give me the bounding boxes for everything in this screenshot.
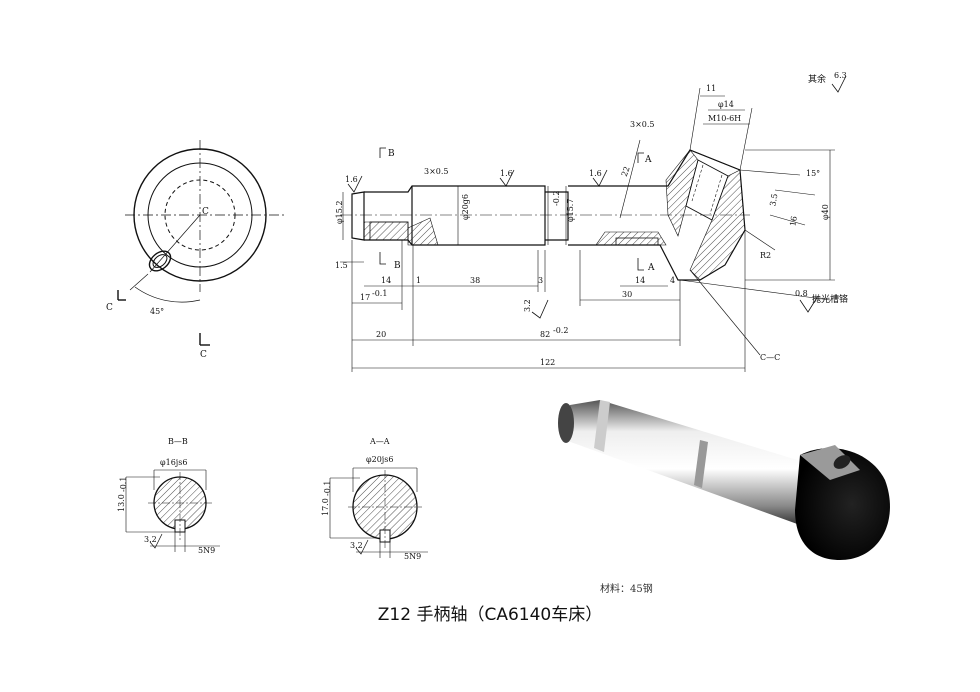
roughness-symbols [347, 75, 847, 319]
roughness-rest-value: 6.3 [834, 71, 847, 80]
chamfer-left: 3×0.5 [424, 167, 449, 176]
section-bb-height: 13.0 [117, 494, 126, 512]
dim-82-tol: -0.2 [553, 326, 568, 335]
dia-groove-tol: -0.2 [552, 191, 561, 206]
section-bb-title: B—B [168, 437, 188, 446]
section-b-bottom: B [394, 261, 401, 271]
end-view-angle-label: 45° [150, 307, 164, 316]
section-aa-dia: φ20js6 [366, 455, 393, 464]
material-note: 材料：45钢 [600, 584, 653, 595]
end-view-section-mark-bottom: C [200, 350, 207, 360]
ra-right: 1.6 [589, 169, 602, 178]
dim-17-tol: -0.1 [372, 289, 387, 298]
section-bb-key: 5N9 [198, 546, 215, 555]
dia-groove: φ15.7 [566, 199, 575, 222]
ra-mid: 1.6 [500, 169, 513, 178]
section-bb-ra: 3.2 [144, 535, 157, 544]
section-aa-height-tol: -0.1 [323, 481, 332, 496]
section-b-top: B [388, 149, 395, 159]
dim-30: 30 [622, 290, 632, 299]
dim-22: 22 [620, 165, 632, 178]
dim-1-5: 1.5 [335, 261, 348, 270]
dia-left: φ15.2 [335, 201, 344, 224]
radius-r2: R2 [760, 251, 771, 260]
drawing-caption: Z12 手柄轴（CA6140车床） [377, 605, 603, 625]
dim-20: 20 [376, 330, 386, 339]
section-a-bottom: A [647, 263, 655, 273]
dim-1: 1 [416, 276, 421, 285]
main-view-hatching [363, 149, 746, 281]
finish-note: 抛光槽铬 [812, 293, 848, 305]
section-bb-height-tol: -0.1 [119, 477, 128, 492]
section-aa [329, 467, 428, 558]
section-bb-dia: φ16js6 [160, 458, 187, 467]
dim-82: 82 [540, 330, 550, 339]
dim-38: 38 [470, 276, 480, 285]
dim-3-5: 3.5 [768, 193, 779, 207]
dim-phi14: φ14 [718, 100, 734, 109]
section-aa-ra: 3.2 [350, 541, 363, 550]
section-bb [125, 469, 220, 552]
angle-15: 15° [806, 169, 820, 178]
dia-mid: φ20g6 [461, 194, 470, 220]
thread-spec: M10-6H [708, 114, 741, 123]
ra-left: 1.6 [345, 175, 358, 184]
dia-right: φ40 [821, 204, 830, 220]
dimension-lines [340, 87, 835, 372]
chamfer-right: 3×0.5 [630, 120, 655, 129]
dim-122: 122 [540, 358, 555, 367]
dim-3: 3 [538, 276, 543, 285]
section-cc-label: C—C [760, 353, 780, 362]
ra-bottom: 3.2 [523, 299, 532, 312]
dim-14-left: 14 [381, 276, 391, 285]
section-aa-title: A—A [369, 437, 390, 446]
dim-14-right: 14 [635, 276, 645, 285]
dim-4: 4 [670, 276, 675, 285]
roughness-rest-label: 其余 [808, 73, 826, 85]
ra-finish: 0.8 [795, 289, 808, 298]
dim-16: 16 [788, 215, 799, 227]
end-view-section-mark-left: C [106, 303, 113, 313]
end-view-center-label: C [202, 207, 209, 217]
section-aa-height: 17.0 [321, 498, 330, 516]
section-aa-key: 5N9 [404, 552, 421, 561]
dim-17: 17 [360, 293, 370, 302]
dim-11: 11 [706, 84, 716, 93]
shaft-3d-rendering [558, 400, 890, 560]
end-view [117, 140, 285, 346]
section-a-top: A [644, 155, 652, 165]
